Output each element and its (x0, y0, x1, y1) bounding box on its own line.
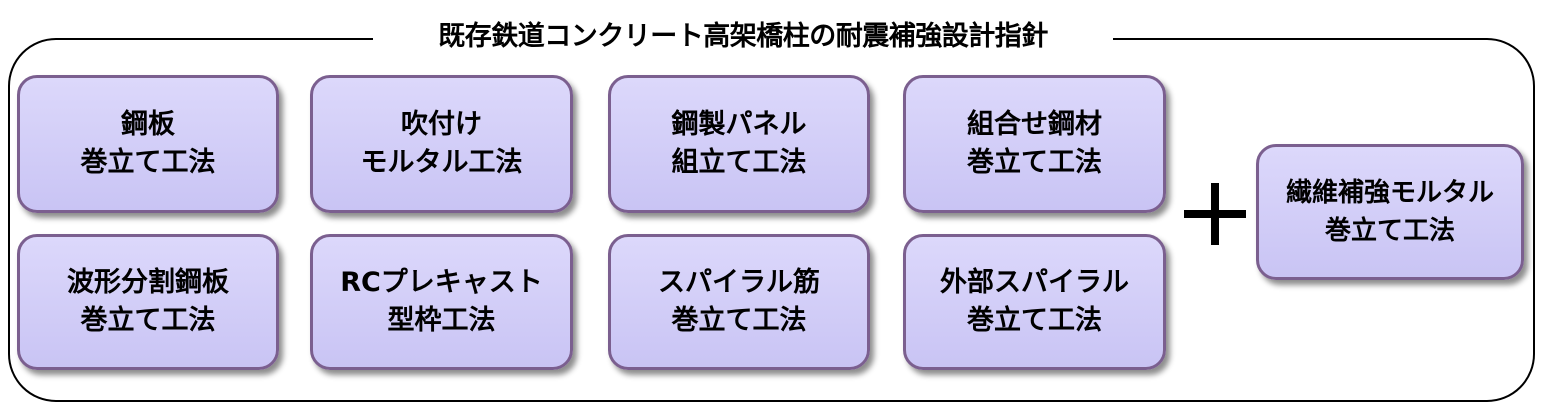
method-label-line2: 巻立て工法 (80, 147, 216, 178)
method-box-corrugated-steel: 波形分割鋼板 巻立て工法 (17, 234, 279, 370)
method-box-combined-steel: 組合せ鋼材 巻立て工法 (903, 75, 1166, 213)
method-label-line1: 鋼板 (121, 109, 175, 140)
method-label-line1: 組合せ鋼材 (967, 109, 1102, 140)
method-label-line1: RCプレキャスト (340, 267, 543, 298)
method-label-line1: 鋼製パネル (671, 109, 807, 140)
method-box-steel-panel: 鋼製パネル 組立て工法 (608, 75, 870, 213)
method-label-line2: 巻立て工法 (1324, 216, 1455, 246)
method-label-line1: スパイラル筋 (658, 267, 820, 298)
plus-icon (1184, 183, 1246, 245)
method-box-sprayed-mortar: 吹付け モルタル工法 (310, 75, 573, 213)
method-box-fiber-mortar: 繊維補強モルタル 巻立て工法 (1256, 144, 1524, 280)
method-label-line2: 組立て工法 (671, 147, 807, 178)
method-box-spiral-rebar: スパイラル筋 巻立て工法 (608, 234, 870, 370)
method-box-external-spiral: 外部スパイラル 巻立て工法 (903, 234, 1166, 370)
method-label-line2: モルタル工法 (360, 147, 523, 178)
method-box-rc-precast: RCプレキャスト 型枠工法 (310, 234, 573, 370)
method-label-line2: 巻立て工法 (967, 147, 1102, 178)
guideline-title: 既存鉄道コンクリート高架橋柱の耐震補強設計指針 (373, 16, 1113, 58)
method-label-line1: 波形分割鋼板 (67, 267, 229, 298)
method-label-line1: 繊維補強モルタル (1285, 178, 1494, 208)
method-label-line1: 外部スパイラル (940, 267, 1129, 298)
method-box-steel-plate: 鋼板 巻立て工法 (17, 75, 279, 213)
method-label-line2: 巻立て工法 (671, 305, 807, 336)
method-label-line2: 型枠工法 (387, 305, 496, 336)
method-label-line2: 巻立て工法 (967, 305, 1102, 336)
method-label-line2: 巻立て工法 (80, 305, 216, 336)
method-label-line1: 吹付け (401, 109, 482, 140)
